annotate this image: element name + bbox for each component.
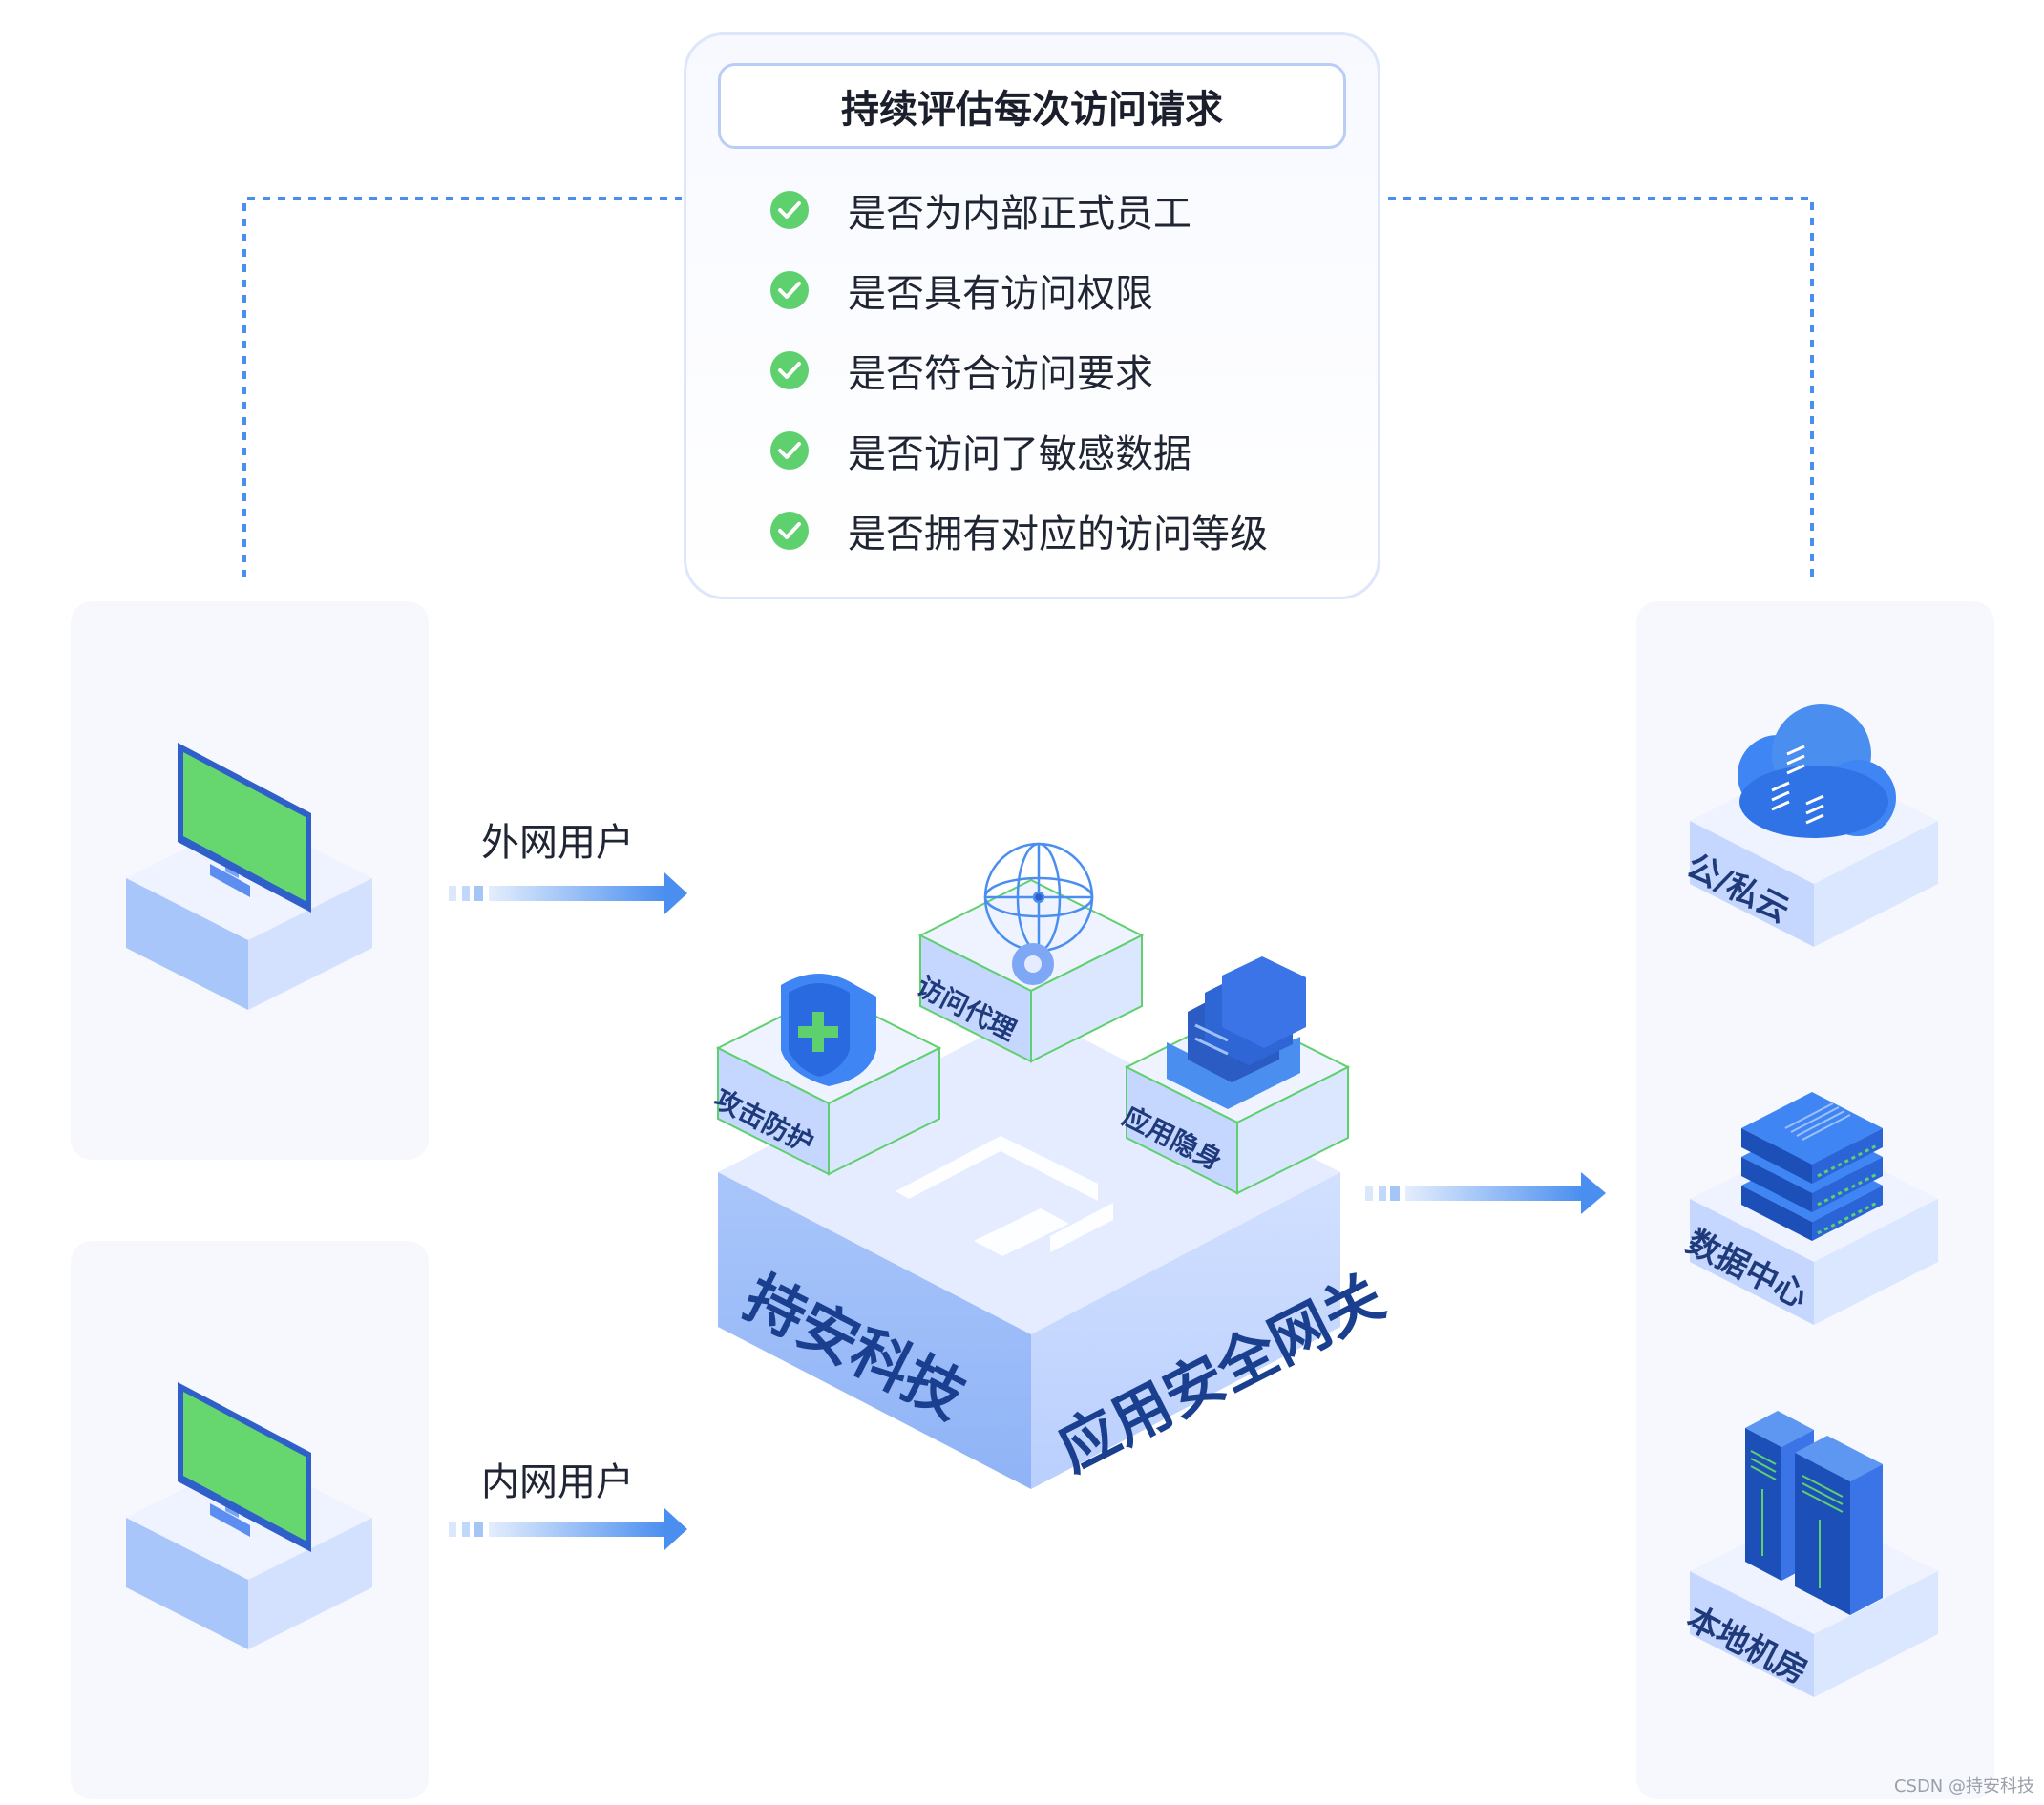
arrow-external-to-gateway	[449, 872, 687, 914]
gear-icon	[1012, 943, 1054, 985]
criteria-item-text: 是否访问了敏感数据	[848, 432, 1191, 476]
arrow-gateway-to-resources	[1365, 1172, 1606, 1214]
criteria-item-text: 是否具有访问权限	[848, 272, 1153, 316]
footer-watermark: CSDN @持安科技	[1893, 1776, 2034, 1796]
criteria-title: 持续评估每次访问请求	[841, 88, 1223, 132]
criteria-item: 是否访问了敏感数据	[769, 422, 1191, 479]
criteria-item: 是否拥有对应的访问等级	[769, 502, 1268, 559]
monitor-icon	[178, 743, 311, 913]
server-rack-icon	[1745, 1411, 1883, 1615]
internal-user-monitor	[126, 1382, 372, 1649]
monitor-icon	[178, 1382, 311, 1552]
module-access-proxy	[917, 842, 1145, 1063]
check-circle-icon	[770, 512, 809, 550]
globe-icon	[983, 842, 1094, 953]
criteria-item-text: 是否为内部正式员工	[848, 192, 1191, 236]
external-user-monitor	[126, 743, 372, 1010]
external-user-label: 外网用户	[481, 821, 634, 865]
criteria-item: 是否符合访问要求	[769, 342, 1153, 399]
resource-cloud	[1690, 704, 1938, 947]
check-circle-icon	[770, 431, 809, 470]
shield-icon	[781, 974, 876, 1086]
gateway-logo-icon	[896, 1136, 1113, 1256]
module-attack-defense	[715, 974, 942, 1176]
criteria-item: 是否具有访问权限	[769, 262, 1153, 319]
cloud-icon	[1738, 704, 1896, 838]
server-stack-icon	[1167, 956, 1306, 1109]
check-circle-icon	[770, 351, 809, 389]
check-circle-icon	[770, 191, 809, 229]
internal-user-label: 内网用户	[481, 1460, 634, 1504]
criteria-item-text: 是否符合访问要求	[848, 352, 1153, 396]
check-circle-icon	[770, 271, 809, 309]
resource-data-center	[1690, 1092, 1938, 1325]
criteria-item-text: 是否拥有对应的访问等级	[848, 513, 1268, 556]
resource-server-room	[1690, 1411, 1938, 1697]
data-center-icon	[1741, 1092, 1883, 1241]
criteria-title-box: 持续评估每次访问请求	[718, 63, 1346, 149]
criteria-item: 是否为内部正式员工	[769, 181, 1191, 239]
module-app-stealth	[1124, 956, 1351, 1195]
arrow-internal-to-gateway	[449, 1508, 687, 1550]
